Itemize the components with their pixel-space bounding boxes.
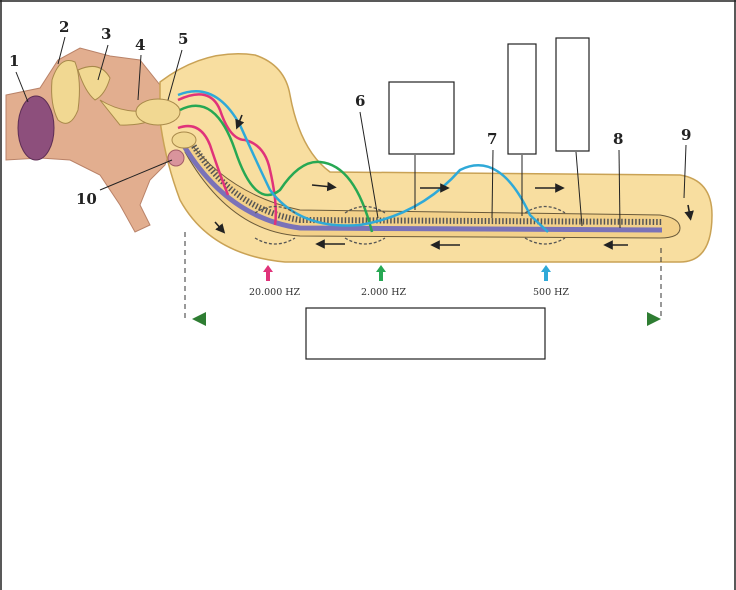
arrow-up-icon [376, 265, 386, 281]
arrow-up-icon [263, 265, 273, 281]
malleus-ossicle [52, 60, 80, 123]
label-7: 7 [487, 130, 497, 148]
label-4: 4 [135, 36, 145, 54]
frequency-label-high: 20.000 HZ [249, 287, 301, 298]
answer-box-2[interactable] [508, 44, 536, 154]
label-3: 3 [101, 25, 111, 43]
frequency-label-mid: 2.000 HZ [361, 287, 407, 298]
label-6: 6 [355, 92, 365, 110]
eardrum [18, 96, 54, 160]
round-window [168, 150, 184, 166]
arrow-up-icon [541, 265, 551, 281]
label-5: 5 [178, 30, 188, 48]
frequency-label-low: 500 HZ [533, 287, 569, 298]
frequency-marker-low: 500 HZ [533, 265, 569, 298]
range-arrowhead-right [647, 312, 661, 326]
label-2: 2 [59, 18, 69, 36]
label-1: 1 [9, 52, 19, 70]
answer-box-1[interactable] [389, 82, 454, 154]
frequency-marker-mid: 2.000 HZ [361, 265, 407, 298]
frequency-marker-high: 20.000 HZ [249, 265, 301, 298]
oval-window [136, 99, 180, 125]
answer-box-4[interactable] [306, 308, 545, 359]
label-9: 9 [681, 126, 691, 144]
answer-box-3[interactable] [556, 38, 589, 151]
oval-window-inner [172, 132, 196, 148]
label-8: 8 [613, 130, 623, 148]
range-arrowhead-left [192, 312, 206, 326]
label-10: 10 [76, 190, 97, 208]
